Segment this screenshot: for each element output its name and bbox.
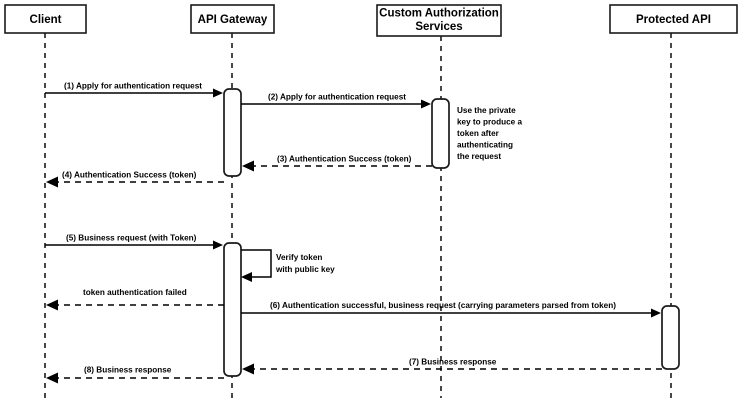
note-private-key-line-4: authenticating	[457, 141, 513, 150]
note-private-key-line-3: token after	[457, 129, 500, 138]
message-token-authentication-failed-arrowhead	[46, 299, 58, 311]
participant-label-custom-authorization-services-line1: Custom Authorization	[379, 8, 499, 20]
message-1[interactable]: (1) Apply for authentication request	[45, 82, 223, 98]
activation-bar-api-gateway-auth	[223, 88, 242, 177]
activation-bar-api-gateway-business	[223, 242, 242, 377]
message-6-label: (6) Authentication successful, business …	[270, 301, 616, 310]
message-self-verify-token[interactable]: Verify token with public key	[241, 249, 335, 282]
participant-protected-api[interactable]: Protected API	[609, 4, 738, 34]
participant-box-client[interactable]	[4, 4, 87, 34]
message-2[interactable]: (2) Apply for authentication request	[241, 93, 431, 109]
note-private-key: Use the private key to produce a token a…	[457, 106, 523, 161]
message-2-arrowhead	[421, 99, 431, 109]
message-7-label: (7) Business response	[409, 358, 497, 367]
note-private-key-line-2: key to produce a	[457, 118, 523, 127]
message-self-verify-token-arrowhead	[241, 272, 252, 282]
message-token-authentication-failed-label: token authentication failed	[83, 288, 187, 297]
message-8[interactable]: (8) Business response	[46, 366, 224, 384]
message-5-arrowhead	[213, 240, 223, 250]
message-3-arrowhead	[242, 160, 254, 172]
message-4-label: (4) Authentication Success (token)	[62, 171, 197, 180]
participant-label-api-gateway: API Gateway	[198, 14, 268, 26]
message-8-arrowhead	[46, 372, 58, 384]
note-private-key-line-5: the request	[457, 152, 501, 161]
message-2-label: (2) Apply for authentication request	[268, 93, 406, 102]
message-token-authentication-failed[interactable]: token authentication failed	[46, 288, 224, 311]
note-private-key-line-1: Use the private	[457, 106, 516, 115]
participant-custom-authorization-services[interactable]: Custom Authorization Services	[376, 4, 502, 37]
message-5[interactable]: (5) Business request (with Token)	[45, 234, 223, 250]
participant-label-custom-authorization-services-line2: Services	[415, 21, 462, 33]
participant-client[interactable]: Client	[4, 4, 87, 34]
participant-box-custom-authorization-services[interactable]	[376, 4, 502, 37]
activation-bar-custom-authorization-services	[431, 98, 450, 169]
message-7[interactable]: (7) Business response	[242, 358, 662, 375]
participant-api-gateway[interactable]: API Gateway	[190, 4, 275, 34]
participant-box-api-gateway[interactable]	[190, 4, 275, 34]
participant-label-protected-api: Protected API	[636, 14, 711, 26]
message-3-label: (3) Authentication Success (token)	[277, 155, 412, 164]
message-self-verify-token-line	[241, 249, 272, 278]
message-6[interactable]: (6) Authentication successful, business …	[241, 301, 661, 318]
participant-box-protected-api[interactable]	[609, 4, 738, 34]
message-1-label: (1) Apply for authentication request	[64, 82, 202, 91]
message-6-arrowhead	[651, 308, 661, 318]
message-1-arrowhead	[213, 88, 223, 98]
message-7-arrowhead	[242, 363, 254, 375]
message-5-label: (5) Business request (with Token)	[66, 234, 197, 243]
message-4-arrowhead	[46, 176, 58, 188]
message-self-verify-token-label-line1: Verify token	[276, 253, 322, 262]
activation-bar-protected-api	[661, 305, 680, 370]
message-3[interactable]: (3) Authentication Success (token)	[242, 155, 432, 172]
participant-label-client: Client	[30, 14, 62, 26]
activation-bars	[223, 88, 680, 377]
message-8-label: (8) Business response	[84, 366, 172, 375]
message-4[interactable]: (4) Authentication Success (token)	[46, 171, 224, 188]
message-self-verify-token-label-line2: with public key	[275, 265, 335, 274]
